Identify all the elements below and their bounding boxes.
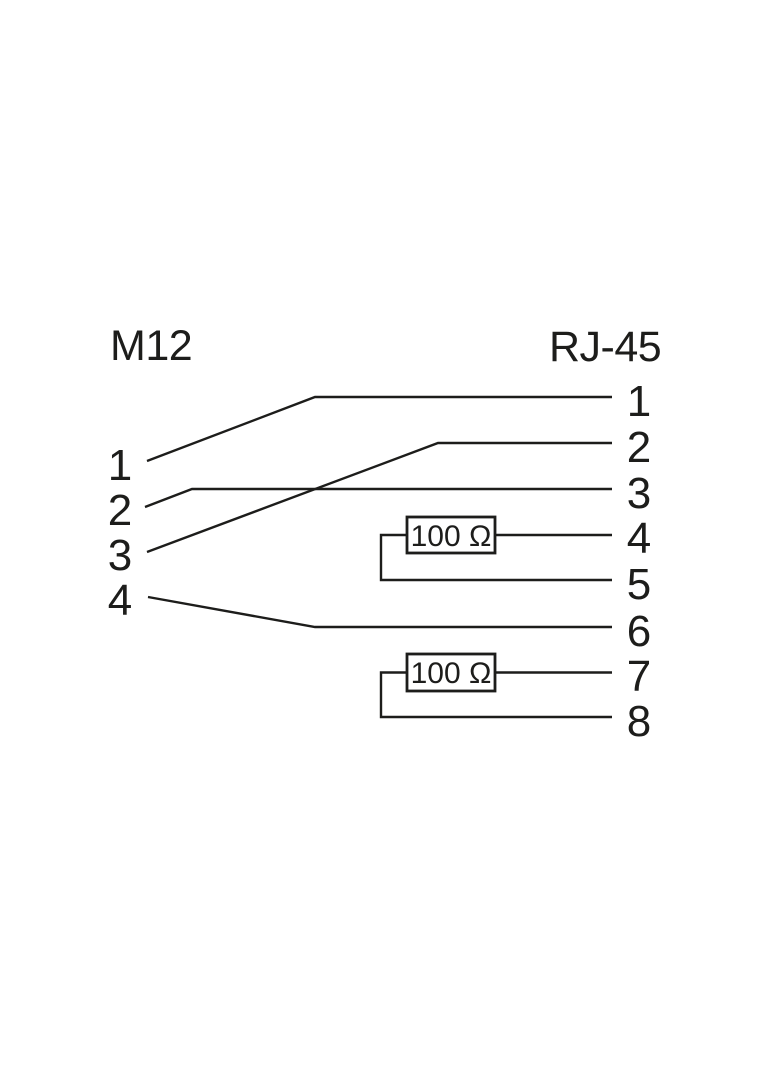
wire-m12-4-to-rj45-6 bbox=[147, 595, 612, 629]
wire-m12-1-to-rj45-1 bbox=[146, 395, 612, 463]
m12-connector-title: M12 bbox=[110, 322, 192, 370]
rj45-pin-8-label: 8 bbox=[627, 697, 651, 746]
connection-wires bbox=[144, 395, 612, 629]
resistor-1-wires bbox=[379, 533, 612, 582]
resistor-2-label: 100 Ω bbox=[411, 657, 492, 690]
resistor-1-loop-wire-to-pin-5 bbox=[379, 533, 612, 582]
m12-pin-1-label: 1 bbox=[108, 441, 132, 490]
rj45-pin-2-label: 2 bbox=[627, 423, 651, 472]
rj45-pin-1-label: 1 bbox=[627, 377, 651, 426]
rj45-pin-6-label: 6 bbox=[627, 607, 651, 656]
rj45-pin-7-label: 7 bbox=[627, 652, 651, 701]
m12-pin-3-label: 3 bbox=[108, 531, 132, 580]
resistor-1-label: 100 Ω bbox=[411, 520, 492, 553]
resistor-2-wires bbox=[379, 671, 612, 719]
rj45-connector-title: RJ-45 bbox=[549, 323, 661, 371]
resistor-2-box bbox=[405, 652, 497, 693]
rj45-pin-4-label: 4 bbox=[627, 514, 651, 563]
resistor-1-box bbox=[405, 515, 497, 555]
m12-pin-4-label: 4 bbox=[108, 576, 132, 625]
rj45-pin-3-label: 3 bbox=[627, 469, 651, 518]
resistor-2-loop-wire-to-pin-8 bbox=[379, 671, 612, 719]
rj45-pin-5-label: 5 bbox=[627, 560, 651, 609]
wire-m12-3-to-rj45-2 bbox=[146, 441, 612, 554]
wire-m12-2-to-rj45-3 bbox=[144, 487, 612, 509]
m12-pin-2-label: 2 bbox=[108, 486, 132, 535]
